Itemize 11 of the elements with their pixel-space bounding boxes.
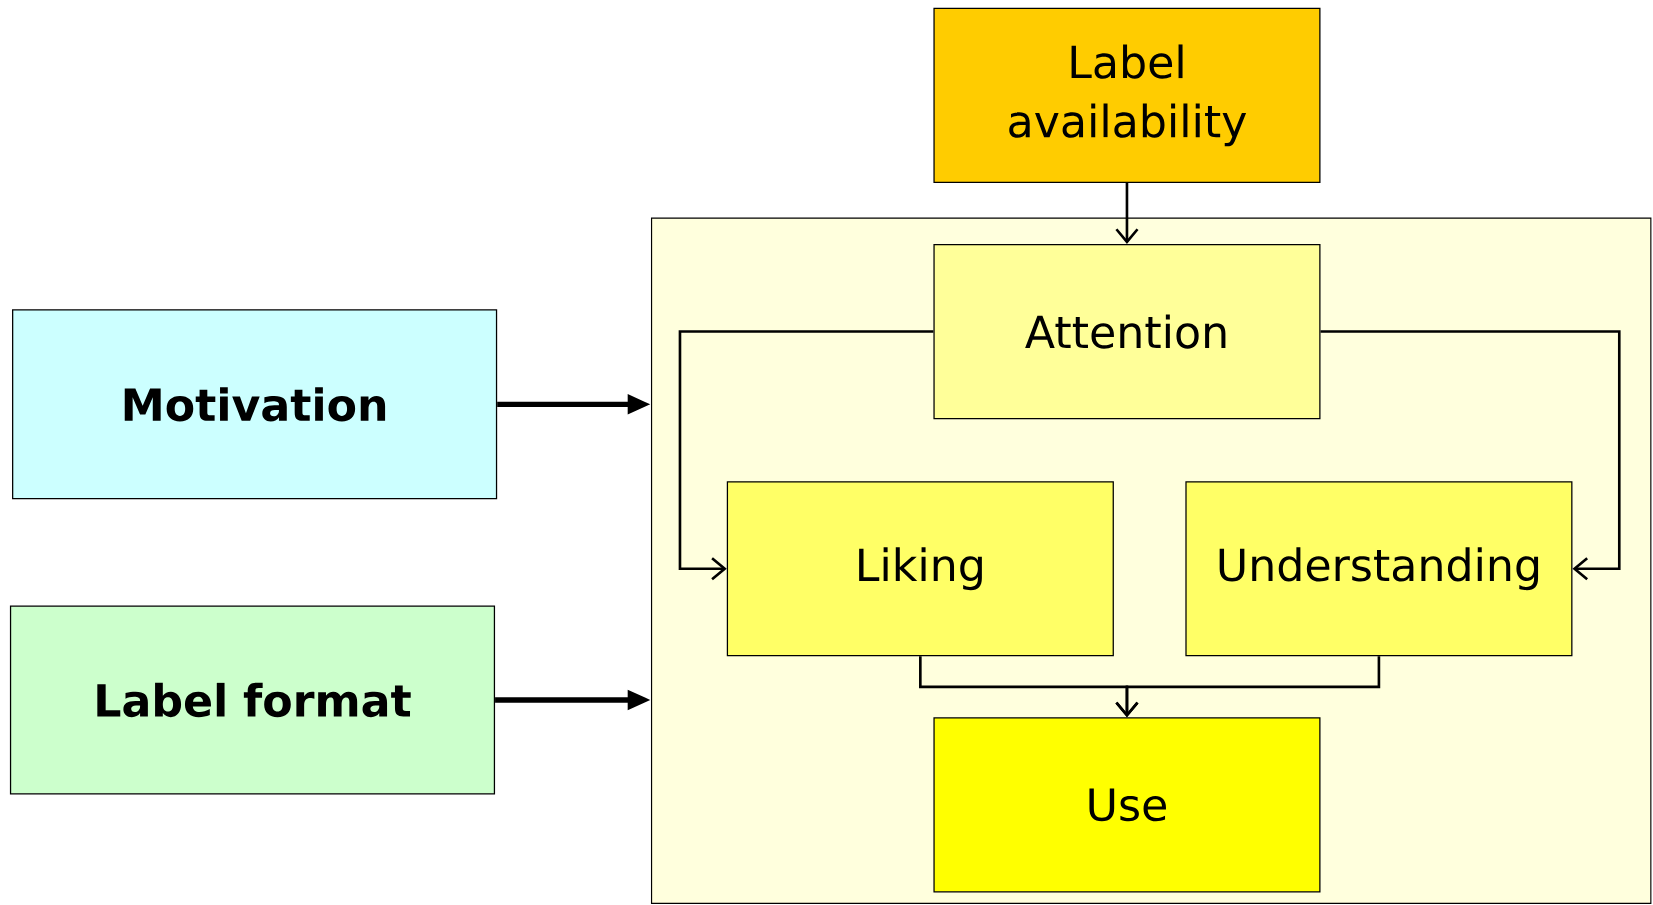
process-box: Liking xyxy=(726,481,1114,657)
input-box: Motivation xyxy=(12,309,498,500)
arrow xyxy=(678,330,934,581)
arrow xyxy=(1320,330,1621,581)
process-box: Understanding xyxy=(1185,481,1573,657)
process-box: Label availability xyxy=(933,8,1321,184)
process-box: Use xyxy=(933,717,1321,893)
arrow xyxy=(1115,656,1381,718)
arrow xyxy=(1115,183,1139,245)
input-box: Label format xyxy=(9,605,496,795)
process-box: Attention xyxy=(933,244,1321,420)
